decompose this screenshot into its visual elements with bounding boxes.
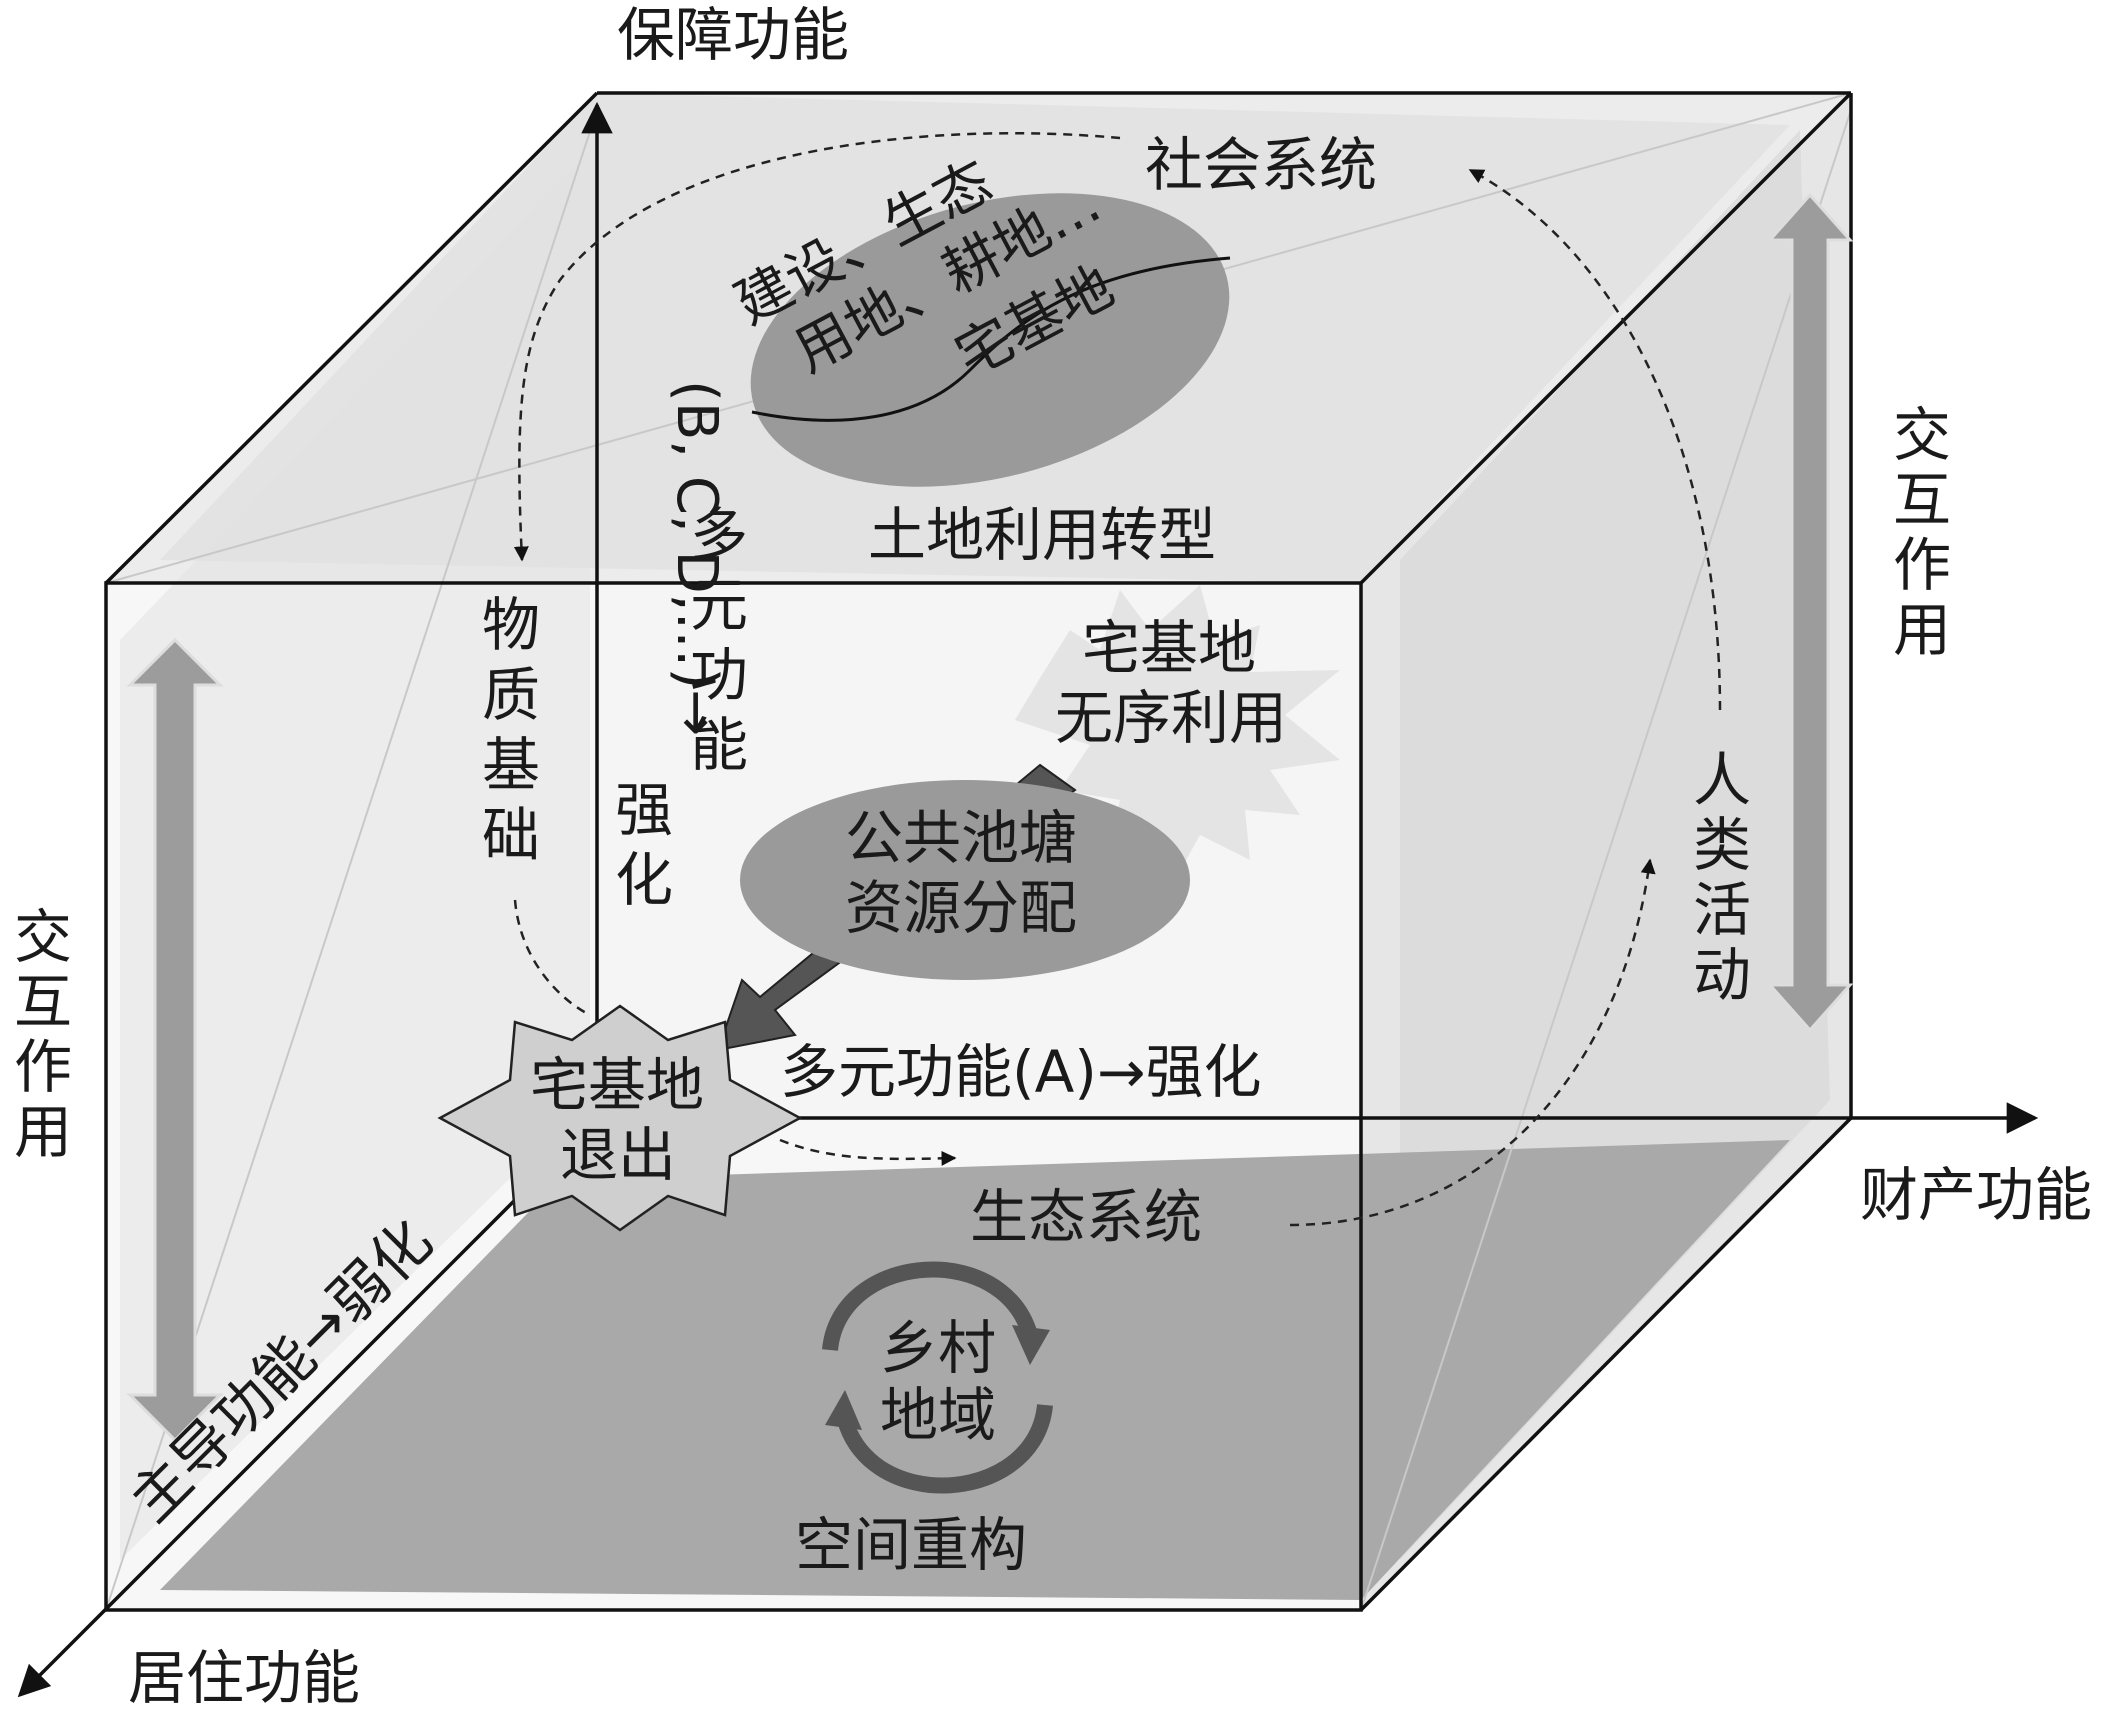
ecological-system-label: 生态系统 (970, 1183, 1202, 1251)
cube-edges (104, 91, 1853, 1612)
multi-function-bcd-rotated: (B, C, D,…)→ (664, 380, 729, 736)
left-interaction-arrow (126, 637, 224, 1443)
common-pool-ellipse (740, 780, 1190, 980)
disorder-line1: 宅基地 (1082, 614, 1256, 682)
right-interaction-arrow (1766, 192, 1854, 1033)
land-type-ellipse (750, 193, 1231, 487)
internal-planes (105, 92, 1852, 1611)
human-activity-char-0: 人 (1693, 746, 1751, 814)
right-interaction-char-2: 作 (1893, 531, 1951, 599)
material-basis-char-3: 础 (482, 801, 540, 869)
multi-function-char-1: 元 (690, 571, 748, 639)
exit-line2: 退出 (560, 1121, 676, 1189)
strengthen-char-0: 强 (615, 776, 673, 844)
social-system-label: 社会系统 (1145, 131, 1377, 199)
axis-label-right: 财产功能 (1860, 1161, 2092, 1229)
material-basis-char-2: 基 (482, 731, 540, 799)
axis-diagonal (17, 1116, 599, 1698)
spatial-restructuring-label: 空间重构 (795, 1511, 1027, 1579)
rural-region-line2: 地域 (880, 1381, 996, 1449)
human-activity-char-3: 动 (1693, 941, 1751, 1009)
disorder-starburst (1015, 585, 1340, 880)
disorder-line2: 无序利用 (1055, 684, 1287, 752)
right-interaction-char-3: 用 (1893, 596, 1951, 664)
rural-cycle-icon (822, 1261, 1053, 1494)
right-interaction-char-0: 交 (1893, 401, 1951, 469)
left-interaction-char-2: 作 (14, 1033, 72, 1101)
left-interaction-char-1: 互 (14, 968, 72, 1036)
material-basis-char-0: 物 (482, 591, 540, 659)
dashed-cycle (513, 132, 1722, 1227)
multi-function-char-2: 功 (690, 641, 748, 709)
material-basis-char-1: 质 (482, 661, 540, 729)
left-interaction-char-3: 用 (14, 1098, 72, 1166)
floor-plane (160, 1140, 1790, 1600)
multi-function-a-label: 多元功能(A)→强化 (780, 1038, 1262, 1106)
human-activity-char-2: 活 (1693, 876, 1751, 944)
exit-line1: 宅基地 (530, 1051, 704, 1119)
strengthen-char-1: 化 (615, 846, 673, 914)
axis-label-bottom-left: 居住功能 (128, 1644, 360, 1711)
land-use-transition-label: 土地利用转型 (868, 501, 1216, 569)
left-interaction-char-0: 交 (14, 903, 72, 971)
axis-label-top: 保障功能 (617, 1, 849, 69)
common-pool-line1: 公共池塘 (845, 804, 1077, 872)
rural-region-line1: 乡村 (880, 1314, 996, 1382)
multi-function-char-3: 能 (690, 711, 748, 779)
axes (17, 101, 2039, 1698)
human-activity-char-1: 类 (1693, 811, 1751, 879)
multi-function-char-0: 多 (690, 501, 748, 569)
common-pool-line2: 资源分配 (845, 874, 1077, 942)
exit-star (437, 1004, 803, 1232)
right-interaction-char-1: 互 (1893, 466, 1951, 534)
